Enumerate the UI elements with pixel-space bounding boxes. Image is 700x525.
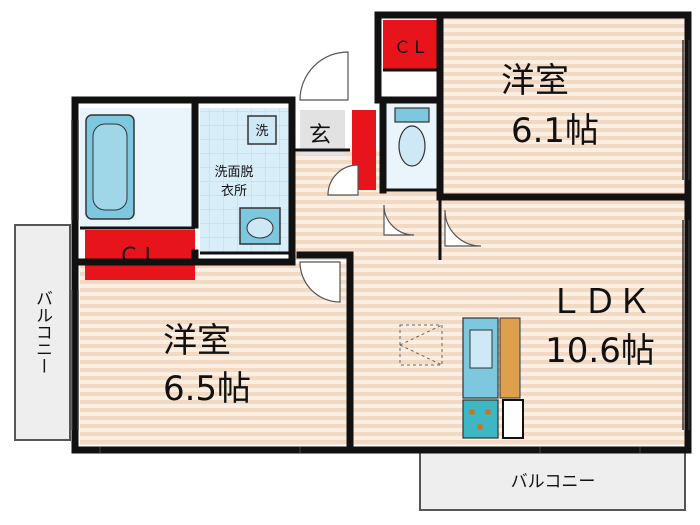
western-room-2-name: 洋室 <box>163 321 231 361</box>
bathtub-inner <box>92 123 128 211</box>
washer <box>247 115 277 145</box>
washroom-label-line2: 衣所 <box>221 183 247 199</box>
western-room-1-size: 6.1帖 <box>511 111 599 151</box>
stove-burner-2 <box>485 409 491 415</box>
balcony-left-label: バルコニー <box>32 290 52 375</box>
stove-burner-1 <box>469 409 475 415</box>
door-swings <box>299 51 482 303</box>
toilet-tank <box>394 107 430 123</box>
ldk-name: ＬＤＫ <box>549 282 651 322</box>
closet-top-label: ＣＬ <box>394 38 428 58</box>
fridge-space <box>502 399 524 439</box>
closet-top <box>383 20 440 70</box>
balcony-bottom-label: バルコニー <box>511 472 596 492</box>
balcony-bottom <box>419 451 686 511</box>
wash-basin-bowl <box>246 217 274 239</box>
stove-burner-3 <box>477 424 483 430</box>
western-room-1-floor <box>440 15 685 197</box>
entrance-floor <box>300 110 345 155</box>
washer-label: 洗 <box>255 124 268 139</box>
balcony-left <box>14 224 71 441</box>
kitchen-sink-bowl <box>469 329 493 369</box>
washroom-label-line1: 洗面脱 <box>214 165 253 180</box>
ldk-size: 10.6帖 <box>545 331 655 371</box>
toilet-bowl <box>398 125 426 167</box>
windows <box>71 40 690 453</box>
dashed-area-cross <box>399 324 443 366</box>
stove <box>462 399 499 439</box>
western-room-2-floor <box>80 262 350 445</box>
walls <box>71 11 692 454</box>
closet-left-label: ＣＬ <box>118 244 162 269</box>
western-room-1-name: 洋室 <box>501 61 569 101</box>
thin-walls <box>80 68 442 260</box>
closet-left <box>85 230 195 280</box>
western-room-2-size: 6.5帖 <box>163 369 251 409</box>
kitchen-counter-wood <box>499 317 521 399</box>
entrance-label: 玄 <box>309 123 331 148</box>
